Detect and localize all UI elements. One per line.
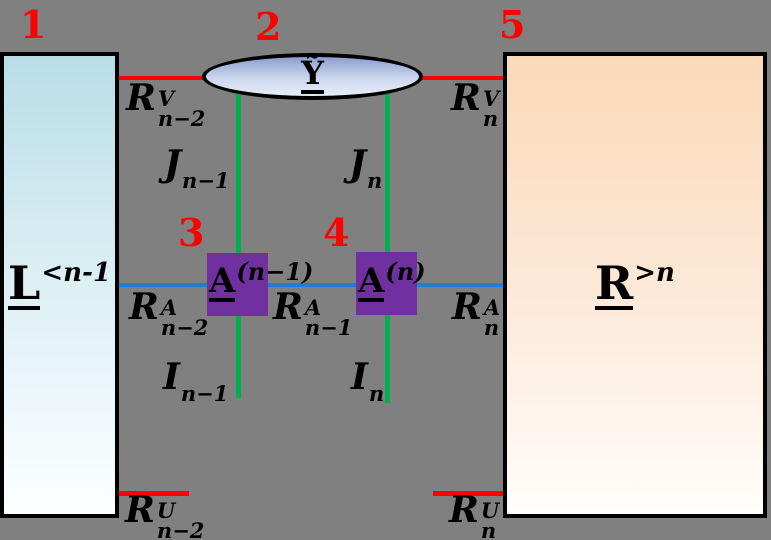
rv-nm2-sup: V [157, 86, 175, 112]
ru-nm2-sup: U [156, 498, 176, 524]
i-nm1-sub: n−1 [180, 381, 229, 406]
red-edge-bottom-left [117, 491, 189, 496]
ru-n-sub: n [480, 518, 497, 540]
j-nm1-sub: n−1 [182, 168, 230, 193]
ru-nm2-base: R [125, 489, 155, 531]
rv-nm2-base: R [126, 77, 156, 119]
ru-n-base: R [449, 489, 479, 531]
step-number-1: 1 [20, 2, 47, 47]
ra-n-sub: n [483, 315, 500, 340]
index-label-i-n: In [351, 359, 384, 404]
i-nm1-base: I [163, 356, 180, 398]
ra-nm2-sup: A [160, 295, 178, 321]
step-number-4: 4 [323, 210, 350, 255]
ra-nm2-sub: n−2 [160, 315, 209, 340]
y-tensor-letter: Ỹ [301, 54, 324, 94]
index-label-j-n: Jn [349, 146, 382, 191]
right-interface-block: R>n [503, 52, 767, 518]
left-interface-block: L<n-1 [0, 52, 119, 518]
tt-core-nm1-label: A(n−1) [209, 257, 314, 303]
ra-nm1-sub: n−1 [304, 315, 353, 340]
y-tensor-label: Ỹ [301, 54, 324, 94]
step-number-5: 5 [499, 2, 526, 47]
blue-bond-line [117, 283, 505, 287]
tt-core-nm1-square [207, 253, 268, 316]
left-block-letter: L [8, 255, 41, 311]
core-n-superscript: (n) [385, 257, 426, 286]
tt-core-n-label: A(n) [358, 257, 426, 303]
rv-n-sub: n [482, 106, 499, 131]
ra-n-sup: A [483, 295, 501, 321]
right-block-superscript: >n [634, 257, 675, 288]
ra-nm1-base: R [273, 286, 303, 328]
core-nm1-letter: A [209, 261, 236, 303]
core-n-letter: A [358, 261, 385, 303]
step-number-2: 2 [255, 4, 282, 49]
index-label-j-nm1: Jn−1 [164, 146, 230, 191]
right-block-letter: R [595, 255, 634, 311]
red-edge-top-left [116, 76, 206, 80]
left-block-superscript: <n-1 [41, 257, 111, 288]
j-nm1-base: J [164, 143, 182, 185]
ru-n-sup: U [480, 498, 500, 524]
y-tensor-ellipse: Ỹ [202, 53, 423, 100]
green-edge-right [385, 80, 390, 403]
core-nm1-superscript: (n−1) [236, 257, 314, 286]
left-block-label: L<n-1 [8, 260, 111, 311]
green-edge-left [236, 80, 241, 398]
rv-nm2-sub: n−2 [157, 106, 206, 131]
ra-nm2-base: R [129, 286, 159, 328]
index-label-i-nm1: In−1 [163, 359, 228, 404]
rv-n-sup: V [482, 86, 500, 112]
red-edge-bottom-right [433, 491, 503, 496]
ru-nm2-sub: n−2 [156, 518, 205, 540]
i-n-sub: n [368, 381, 385, 406]
rv-n-base: R [451, 77, 481, 119]
right-block-label: R>n [595, 260, 675, 311]
ra-nm1-sup: A [304, 295, 322, 321]
ra-n-base: R [452, 286, 482, 328]
j-n-base: J [349, 143, 367, 185]
tt-core-n-square [356, 252, 417, 315]
red-edge-top-right [420, 76, 505, 80]
j-n-sub: n [367, 168, 383, 193]
step-number-3: 3 [178, 210, 205, 255]
i-n-base: I [351, 356, 368, 398]
